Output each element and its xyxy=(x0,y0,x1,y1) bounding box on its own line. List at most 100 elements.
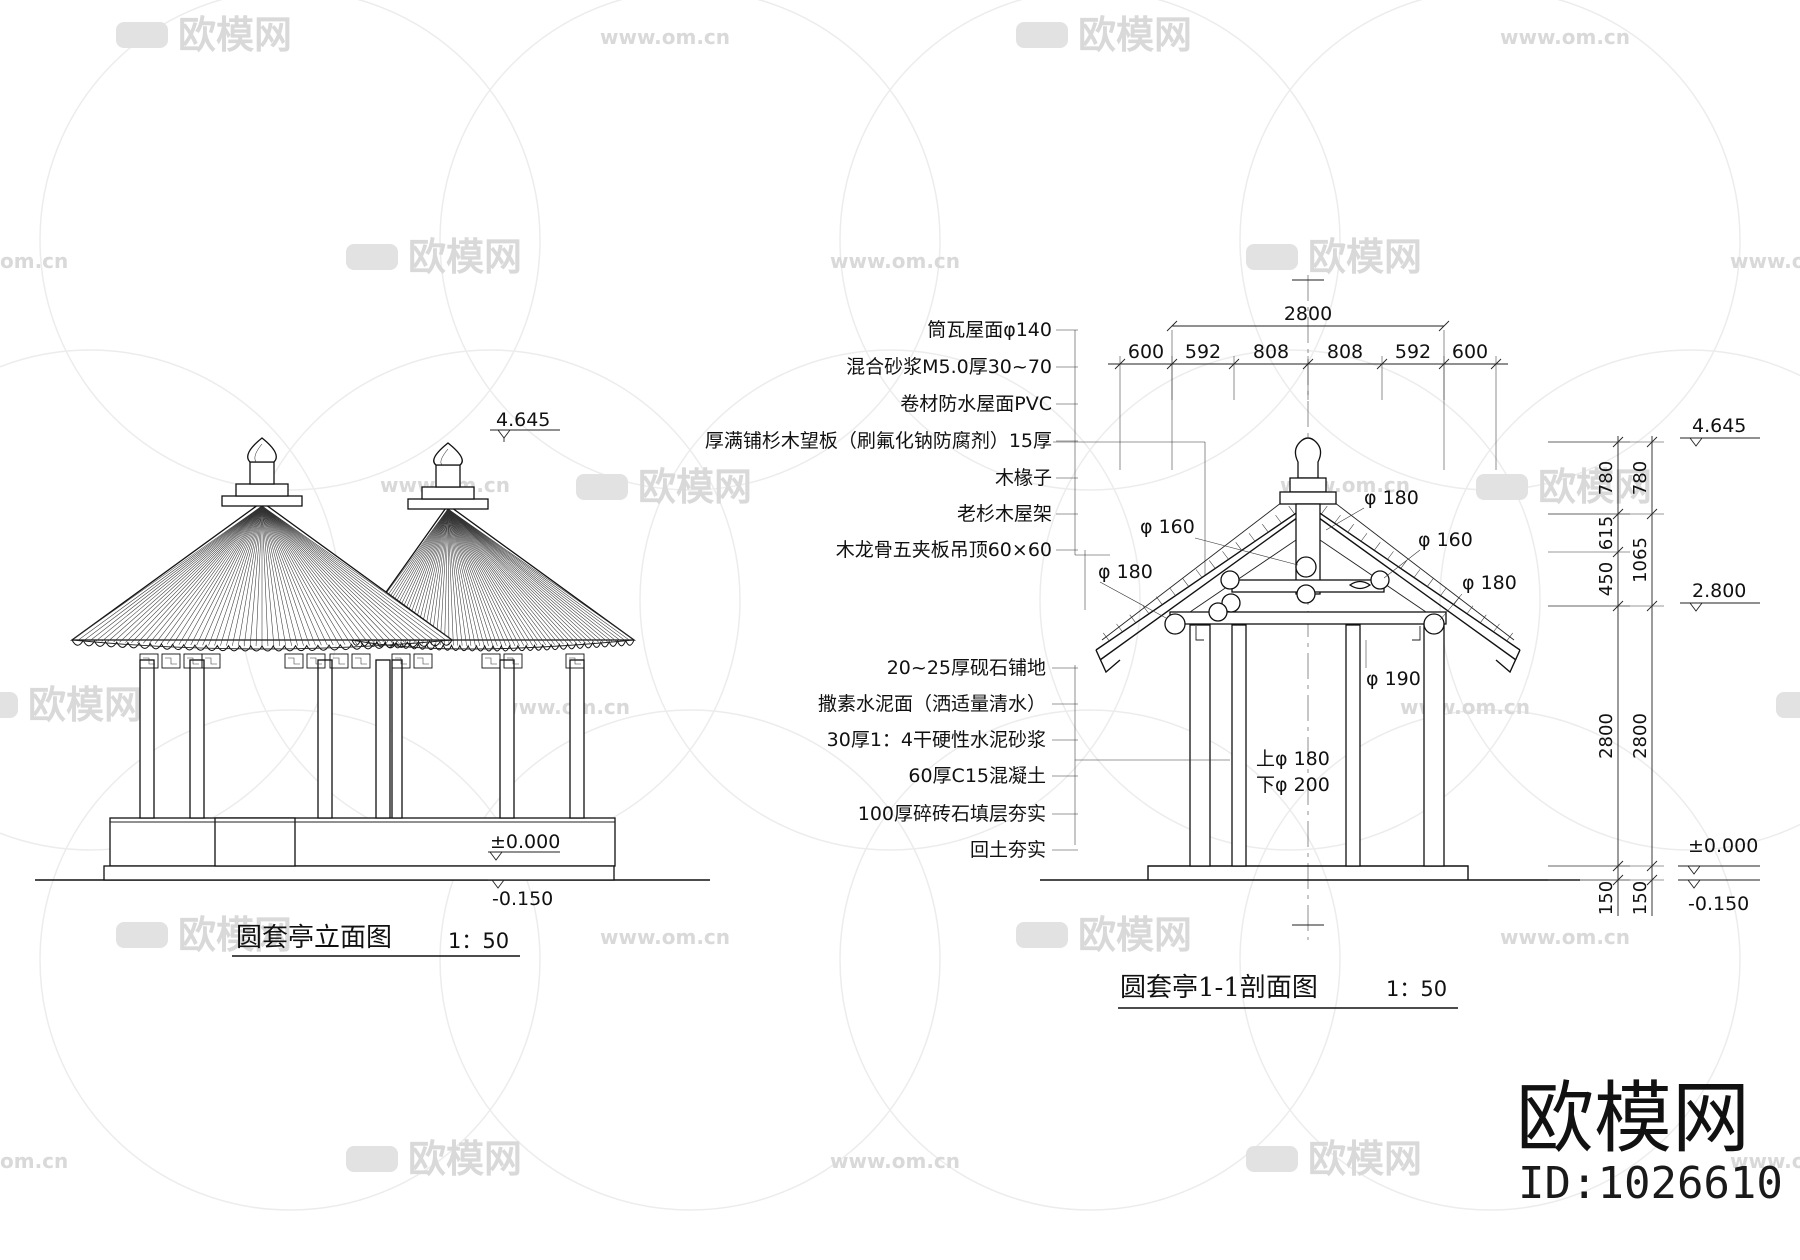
elevation-drawing: 4.645 ±0.000 -0.150 圆套亭立面图 1：50 xyxy=(35,409,710,957)
label-p190: φ 190 xyxy=(1366,668,1421,690)
watermark-brand: 欧模网 xyxy=(1308,235,1422,279)
dim-right-outer: 150 xyxy=(1630,881,1651,915)
watermark-logo-mark xyxy=(1776,692,1800,718)
elevation-level-ground: -0.150 xyxy=(492,888,553,910)
king-post xyxy=(1295,503,1321,595)
floor-callout-label: 回土夯实 xyxy=(970,839,1046,861)
front-pavilion-columns xyxy=(139,659,391,819)
section-columns xyxy=(1189,624,1445,867)
elevation-entry-gap xyxy=(214,817,296,867)
floor-callout-label: 60厚C15混凝土 xyxy=(908,765,1046,787)
section-level-top: 4.645 xyxy=(1692,415,1746,437)
roof-callout-label: 混合砂浆M5.0厚30~70 xyxy=(846,356,1052,378)
watermark-logo-mark xyxy=(576,474,628,500)
watermark-arc xyxy=(639,349,1141,851)
brand-logo-text: 欧模网 xyxy=(1516,1074,1750,1164)
dim-top-total: 2800 xyxy=(1284,303,1332,325)
dim-right-inner: 615 xyxy=(1596,516,1617,550)
watermark-logo-mark xyxy=(1476,474,1528,500)
label-col-down: 下φ 200 xyxy=(1256,774,1330,796)
dim-right-inner: 2800 xyxy=(1596,713,1617,759)
watermark-url: www.om.cn xyxy=(600,25,730,49)
watermark-logo-mark xyxy=(1016,22,1068,48)
watermark-logo-mark xyxy=(1246,1146,1298,1172)
rear-pavilion-columns xyxy=(391,659,585,819)
section-platform xyxy=(1147,865,1469,880)
front-pavilion-roof xyxy=(69,437,455,652)
label-p180-top: φ 180 xyxy=(1364,487,1419,509)
watermark-arc xyxy=(439,709,941,1211)
watermark-logo-mark xyxy=(116,22,168,48)
section-level-markers: 4.645 2.800 ±0.000 -0.150 xyxy=(1678,415,1760,915)
watermark-brand: 欧模网 xyxy=(1078,13,1192,57)
label-p180-left: φ 180 xyxy=(1098,561,1153,583)
brand-id-text: ID:1026610 xyxy=(1518,1158,1783,1209)
dim-right-inner: 150 xyxy=(1596,881,1617,915)
elevation-base-platform xyxy=(109,817,616,867)
label-p180-right: φ 180 xyxy=(1462,572,1517,594)
elevation-level-top: 4.645 xyxy=(496,409,550,431)
section-roof xyxy=(1095,437,1521,674)
section-title: 圆套亭1-1剖面图 xyxy=(1120,973,1318,1003)
watermark-brand: 欧模网 xyxy=(1538,465,1652,509)
watermark-url: www.om.cn xyxy=(1400,695,1530,719)
roof-callout-labels: 筒瓦屋面φ140混合砂浆M5.0厚30~70卷材防水屋面PVC厚满铺杉木望板（刷… xyxy=(705,319,1078,561)
dim-right-inner: 780 xyxy=(1596,461,1617,495)
section-member-labels: φ 180 φ 160 φ 160 φ 180 φ 180 φ 190 上φ 1… xyxy=(1098,487,1517,796)
dim-top-segment: 808 xyxy=(1327,341,1363,363)
section-level-zero: ±0.000 xyxy=(1688,835,1758,857)
watermark-brand: 欧模网 xyxy=(408,1137,522,1181)
section-finial xyxy=(1294,437,1322,479)
watermark-url: www.om.cn xyxy=(1500,925,1630,949)
watermark-arc xyxy=(1039,349,1541,851)
elevation-level-markers: 4.645 ±0.000 -0.150 xyxy=(488,409,560,910)
watermark-arc xyxy=(839,0,1341,491)
roof-tile-ticks xyxy=(1103,505,1513,642)
watermark-url: www.om.cn xyxy=(500,695,630,719)
watermark-logo-mark xyxy=(346,244,398,270)
watermark-logo-mark xyxy=(1246,244,1298,270)
watermark-arc xyxy=(1239,709,1741,1211)
watermark-arc xyxy=(439,0,941,491)
section-level-eave: 2.800 xyxy=(1692,580,1746,602)
watermark-logo-mark xyxy=(116,922,168,948)
watermark-brand: 欧模网 xyxy=(638,465,752,509)
watermark-url-short: om.cn xyxy=(0,1149,68,1173)
dim-top-segment: 808 xyxy=(1253,341,1289,363)
watermark-brand: 欧模网 xyxy=(408,235,522,279)
watermark-logo-mark xyxy=(0,692,18,718)
watermark-arc xyxy=(1439,349,1800,851)
watermark-brand: 欧模网 xyxy=(178,913,292,957)
watermark-url-short: om.cn xyxy=(0,249,68,273)
watermark-brand: 欧模网 xyxy=(1078,913,1192,957)
dim-right-outer: 2800 xyxy=(1630,713,1651,759)
watermark-brand: 欧模网 xyxy=(178,13,292,57)
roof-callout-label: 筒瓦屋面φ140 xyxy=(927,319,1052,341)
dim-right-outer: 1065 xyxy=(1630,537,1651,583)
watermark-logo-mark xyxy=(1016,922,1068,948)
watermark-brand: 欧模网 xyxy=(28,683,142,727)
eave-lattice-frieze xyxy=(139,653,585,669)
watermark-url: www.om.cn xyxy=(1500,25,1630,49)
watermark-arc xyxy=(839,709,1341,1211)
label-p160-left: φ 160 xyxy=(1140,516,1195,538)
watermark-arc xyxy=(39,709,541,1211)
floor-callout-label: 撒素水泥面（洒适量清水） xyxy=(818,693,1046,715)
section-level-ground: -0.150 xyxy=(1688,893,1749,915)
section-scale: 1：50 xyxy=(1386,977,1447,1001)
roof-callout-leaders xyxy=(1053,330,1206,610)
floor-callout-label: 30厚1：4干硬性水泥砂浆 xyxy=(827,729,1046,751)
dim-top-segment: 600 xyxy=(1128,341,1164,363)
roof-callout-label: 老杉木屋架 xyxy=(957,503,1052,525)
dim-right-outer: 780 xyxy=(1630,461,1651,495)
watermark-logo-mark xyxy=(346,1146,398,1172)
watermark-url: www.om.cn xyxy=(830,1149,960,1173)
elevation-level-zero: ±0.000 xyxy=(490,831,560,853)
elevation-title: 圆套亭立面图 xyxy=(236,923,392,953)
roof-callout-label: 木龙骨五夹板吊顶60×60 xyxy=(836,539,1052,561)
floor-callout-label: 20~25厚砚石铺地 xyxy=(887,657,1046,679)
watermark-brand: 欧模网 xyxy=(1308,1137,1422,1181)
